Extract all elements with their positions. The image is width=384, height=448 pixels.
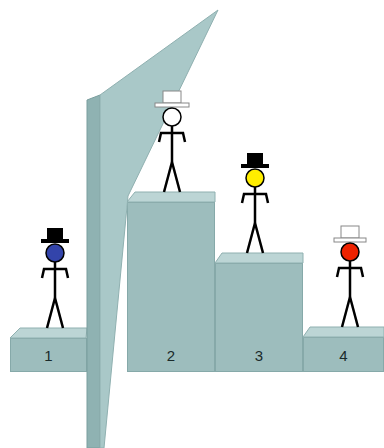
platform-top — [215, 253, 303, 263]
platform-number: 4 — [339, 348, 347, 364]
platform-box: 1 — [10, 338, 87, 372]
platform-top — [303, 327, 384, 337]
platform-top — [127, 192, 215, 202]
platform-box: 2 — [127, 202, 215, 372]
platform-number: 3 — [255, 348, 263, 364]
platform-number: 1 — [44, 348, 52, 364]
platform-top — [10, 328, 87, 338]
wall-face — [100, 10, 218, 448]
platform-box: 3 — [215, 263, 303, 372]
platform-number: 2 — [167, 348, 175, 364]
stick-figure — [334, 226, 366, 327]
stick-figure — [241, 153, 269, 253]
wall-edge — [87, 95, 100, 448]
stick-figure — [155, 91, 189, 192]
stick-figure — [41, 228, 69, 328]
platform-box: 4 — [303, 337, 384, 372]
